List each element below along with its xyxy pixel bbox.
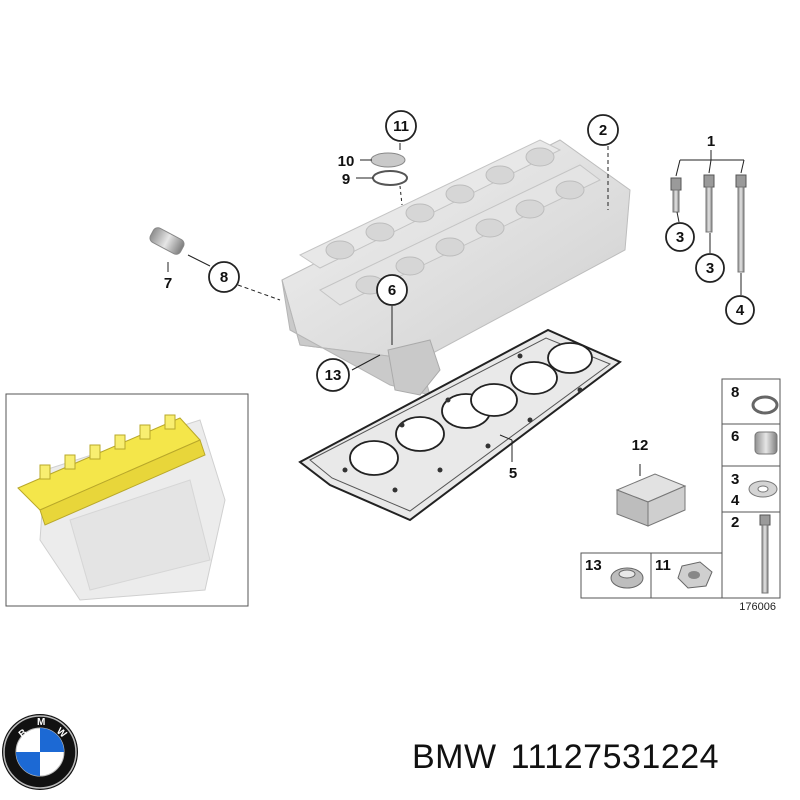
svg-text:3: 3 <box>676 229 684 246</box>
brand-name: BMW <box>412 738 497 776</box>
parts-table-cells: 8 6 3 4 2 13 11 176006 <box>585 384 779 613</box>
svg-text:4: 4 <box>736 302 745 319</box>
callout-11: 11 <box>385 110 417 142</box>
svg-text:M: M <box>37 717 45 728</box>
bmw-logo-icon: B M W <box>2 714 78 790</box>
label-5: 5 <box>509 465 517 482</box>
callout-4: 4 <box>725 295 755 325</box>
callout-8: 8 <box>208 261 240 293</box>
label-12: 12 <box>632 437 649 454</box>
parts-table <box>580 378 781 599</box>
part-number: 11127531224 <box>510 738 720 776</box>
label-10: 10 <box>338 153 355 170</box>
svg-text:8: 8 <box>220 269 228 286</box>
bolt-set-part-1 <box>670 174 747 273</box>
svg-text:11: 11 <box>393 118 409 135</box>
svg-text:6: 6 <box>731 428 739 445</box>
callout-13: 13 <box>316 358 350 392</box>
callout-2: 2 <box>587 114 619 146</box>
seal-part-9 <box>372 170 408 186</box>
cover-plate-part-10 <box>370 152 406 168</box>
svg-text:6: 6 <box>388 282 396 299</box>
label-9: 9 <box>342 171 350 188</box>
engine-inset <box>5 393 249 607</box>
svg-text:13: 13 <box>325 367 342 384</box>
svg-text:13: 13 <box>585 557 602 574</box>
leader-lines <box>167 143 745 476</box>
svg-text:4: 4 <box>731 492 740 509</box>
callout-6: 6 <box>376 274 408 306</box>
cylinder-head-illustration <box>281 139 631 396</box>
callout-3b: 3 <box>695 253 725 283</box>
svg-text:2: 2 <box>599 122 607 139</box>
plug-part-7 <box>149 227 185 255</box>
footer-part-label: BMW 11127531224 <box>412 738 733 777</box>
svg-text:2: 2 <box>731 514 739 531</box>
svg-text:11: 11 <box>655 557 671 574</box>
kit-box-part-12 <box>615 473 687 527</box>
svg-text:3: 3 <box>731 471 739 488</box>
head-gasket <box>298 328 622 522</box>
svg-text:8: 8 <box>731 384 739 401</box>
callout-3a: 3 <box>665 222 695 252</box>
label-1: 1 <box>707 133 715 150</box>
label-7: 7 <box>164 275 172 292</box>
svg-text:3: 3 <box>706 260 714 277</box>
diagram-reference-number: 176006 <box>739 601 776 613</box>
